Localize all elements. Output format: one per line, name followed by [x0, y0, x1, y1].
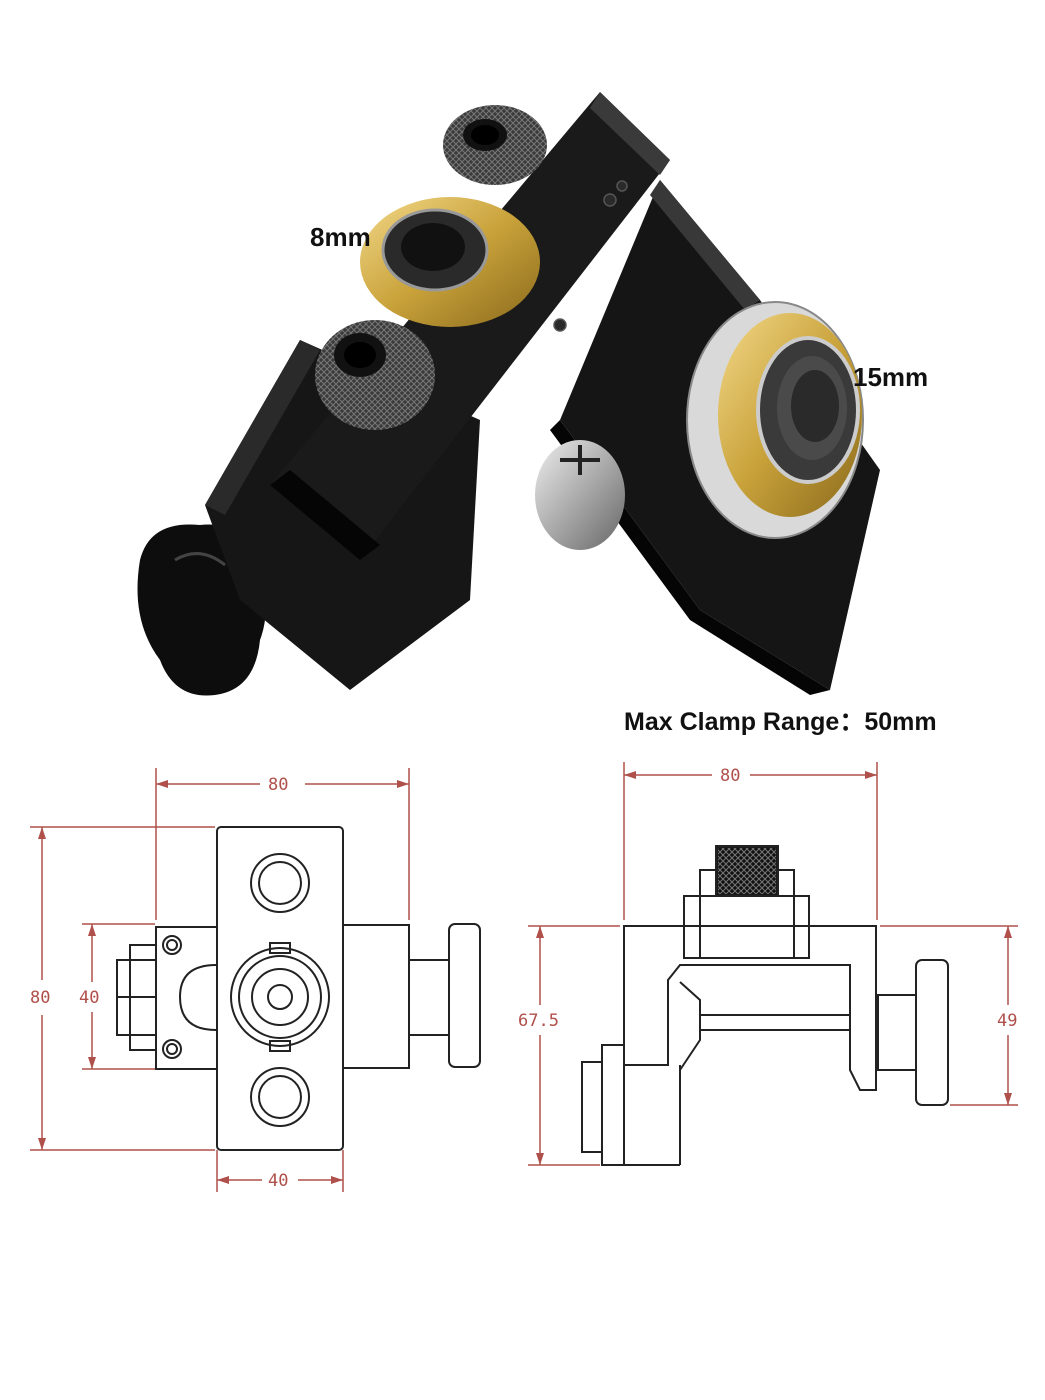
- large-bushing-label: 15mm: [853, 362, 929, 392]
- top-view-drawing: [116, 826, 481, 1151]
- large-brass-bushing: [686, 301, 864, 539]
- bottom-thumb-screw: [315, 320, 435, 430]
- side-view-dimensions: [528, 762, 1018, 1166]
- steel-screw: [535, 440, 625, 550]
- clamp-range-label: Max Clamp Range：50mm: [624, 708, 937, 736]
- small-bushing-label: 8mm: [310, 222, 371, 252]
- top-view-width-bottom: 40: [268, 1171, 288, 1191]
- top-view-height-inner: 40: [79, 988, 99, 1008]
- top-view-width-top: 80: [268, 775, 288, 795]
- product-photo: [137, 92, 880, 696]
- side-view-drawing: [581, 845, 949, 1166]
- top-view-height-left: 80: [30, 988, 50, 1008]
- top-guide-block: [270, 92, 670, 560]
- small-brass-bushing: [360, 197, 540, 327]
- side-view-height-right: 49: [997, 1011, 1017, 1031]
- side-view-width-top: 80: [720, 766, 740, 786]
- side-view-knurl: [718, 848, 776, 894]
- top-thumb-screw: [443, 105, 547, 185]
- top-view-dimensions: [30, 768, 410, 1192]
- side-view-height-left: 67.5: [518, 1011, 559, 1031]
